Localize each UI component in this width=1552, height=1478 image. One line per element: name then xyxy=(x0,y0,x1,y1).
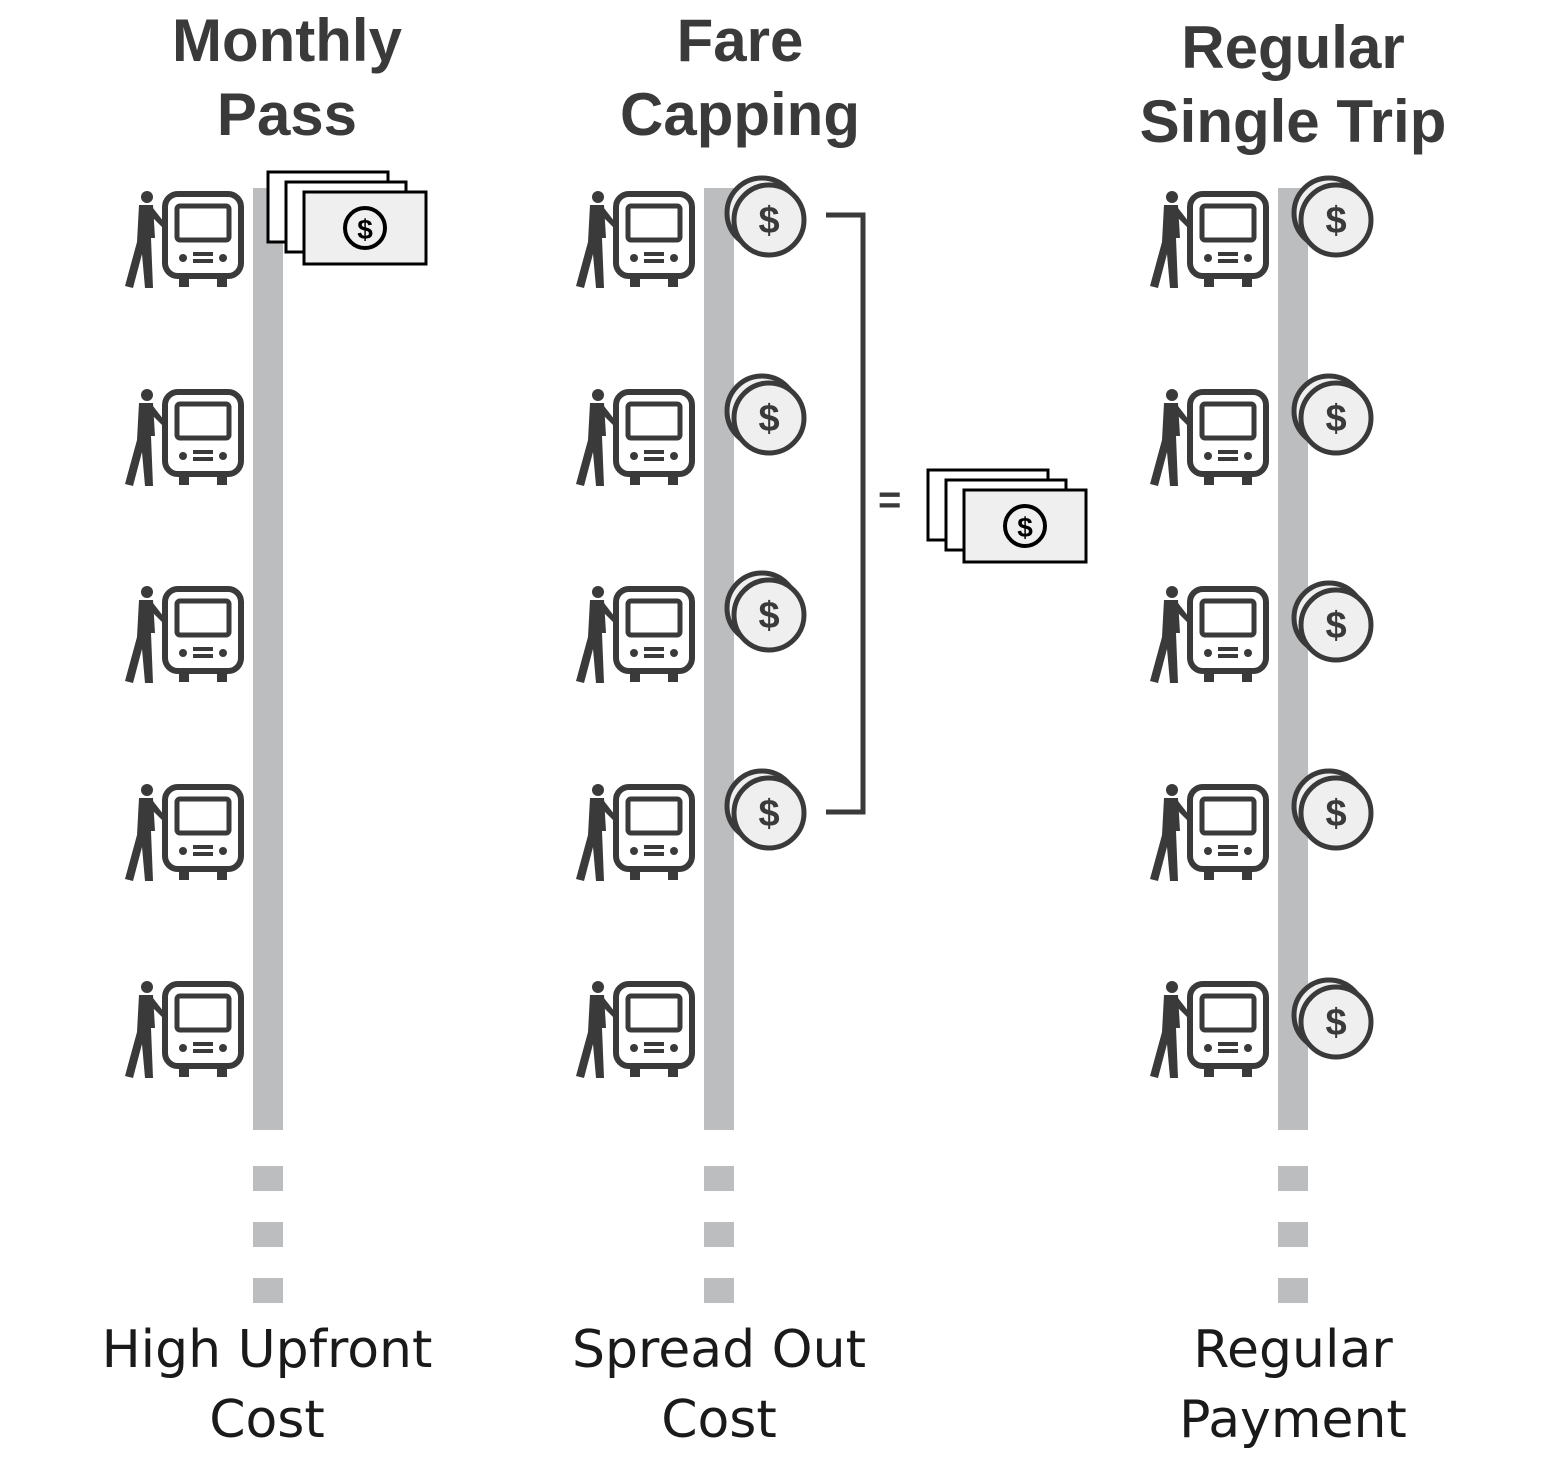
bus-rider-icon xyxy=(1150,389,1266,486)
fare-cap-bracket xyxy=(826,212,1088,815)
timeline-continuation-dash xyxy=(1278,1222,1308,1247)
timeline-continuation-dash xyxy=(1278,1278,1308,1303)
timeline-fare-capping xyxy=(576,178,804,1303)
column-title-regular-single-trip: Regular Single Trip xyxy=(1139,14,1447,155)
column-caption-regular-single-trip: Regular Payment xyxy=(1179,1320,1407,1450)
timeline-monthly-pass xyxy=(125,170,428,1303)
dollar-bills-icon xyxy=(266,170,428,266)
column-caption-monthly-pass: High Upfront Cost xyxy=(101,1320,433,1450)
timeline-bar xyxy=(253,188,283,1130)
bus-rider-icon xyxy=(1150,981,1266,1078)
bus-rider-icon xyxy=(1150,191,1266,288)
bus-rider-icon xyxy=(125,389,241,486)
dollar-bills-icon xyxy=(926,468,1088,564)
timeline-continuation-dash xyxy=(704,1222,734,1247)
bus-rider-icon xyxy=(576,191,692,288)
column-caption-fare-capping: Spread Out Cost xyxy=(572,1320,866,1450)
coin-icon xyxy=(727,376,804,453)
bus-rider-icon xyxy=(1150,586,1266,683)
equals-sign: = xyxy=(878,478,902,522)
coin-icon xyxy=(727,178,804,255)
bus-rider-icon xyxy=(576,586,692,683)
coin-icon xyxy=(727,771,804,848)
timeline-continuation-dash xyxy=(1278,1166,1308,1191)
bus-rider-icon xyxy=(125,981,241,1078)
bus-rider-icon xyxy=(576,389,692,486)
timeline-continuation-dash xyxy=(704,1278,734,1303)
column-title-fare-capping: Fare Capping xyxy=(620,7,860,148)
timeline-continuation-dash xyxy=(253,1166,283,1191)
timeline-bar xyxy=(704,188,734,1130)
timeline-continuation-dash xyxy=(704,1166,734,1191)
bus-rider-icon xyxy=(1150,784,1266,881)
bus-rider-icon xyxy=(576,981,692,1078)
timeline-regular-single-trip xyxy=(1150,178,1371,1303)
bus-rider-icon xyxy=(576,784,692,881)
timeline-continuation-dash xyxy=(253,1278,283,1303)
bus-rider-icon xyxy=(125,586,241,683)
bus-rider-icon xyxy=(125,191,241,288)
timeline-bar xyxy=(1278,188,1308,1130)
column-title-monthly-pass: Monthly Pass xyxy=(172,7,402,148)
coin-icon xyxy=(727,573,804,650)
timeline-continuation-dash xyxy=(253,1222,283,1247)
bus-rider-icon xyxy=(125,784,241,881)
